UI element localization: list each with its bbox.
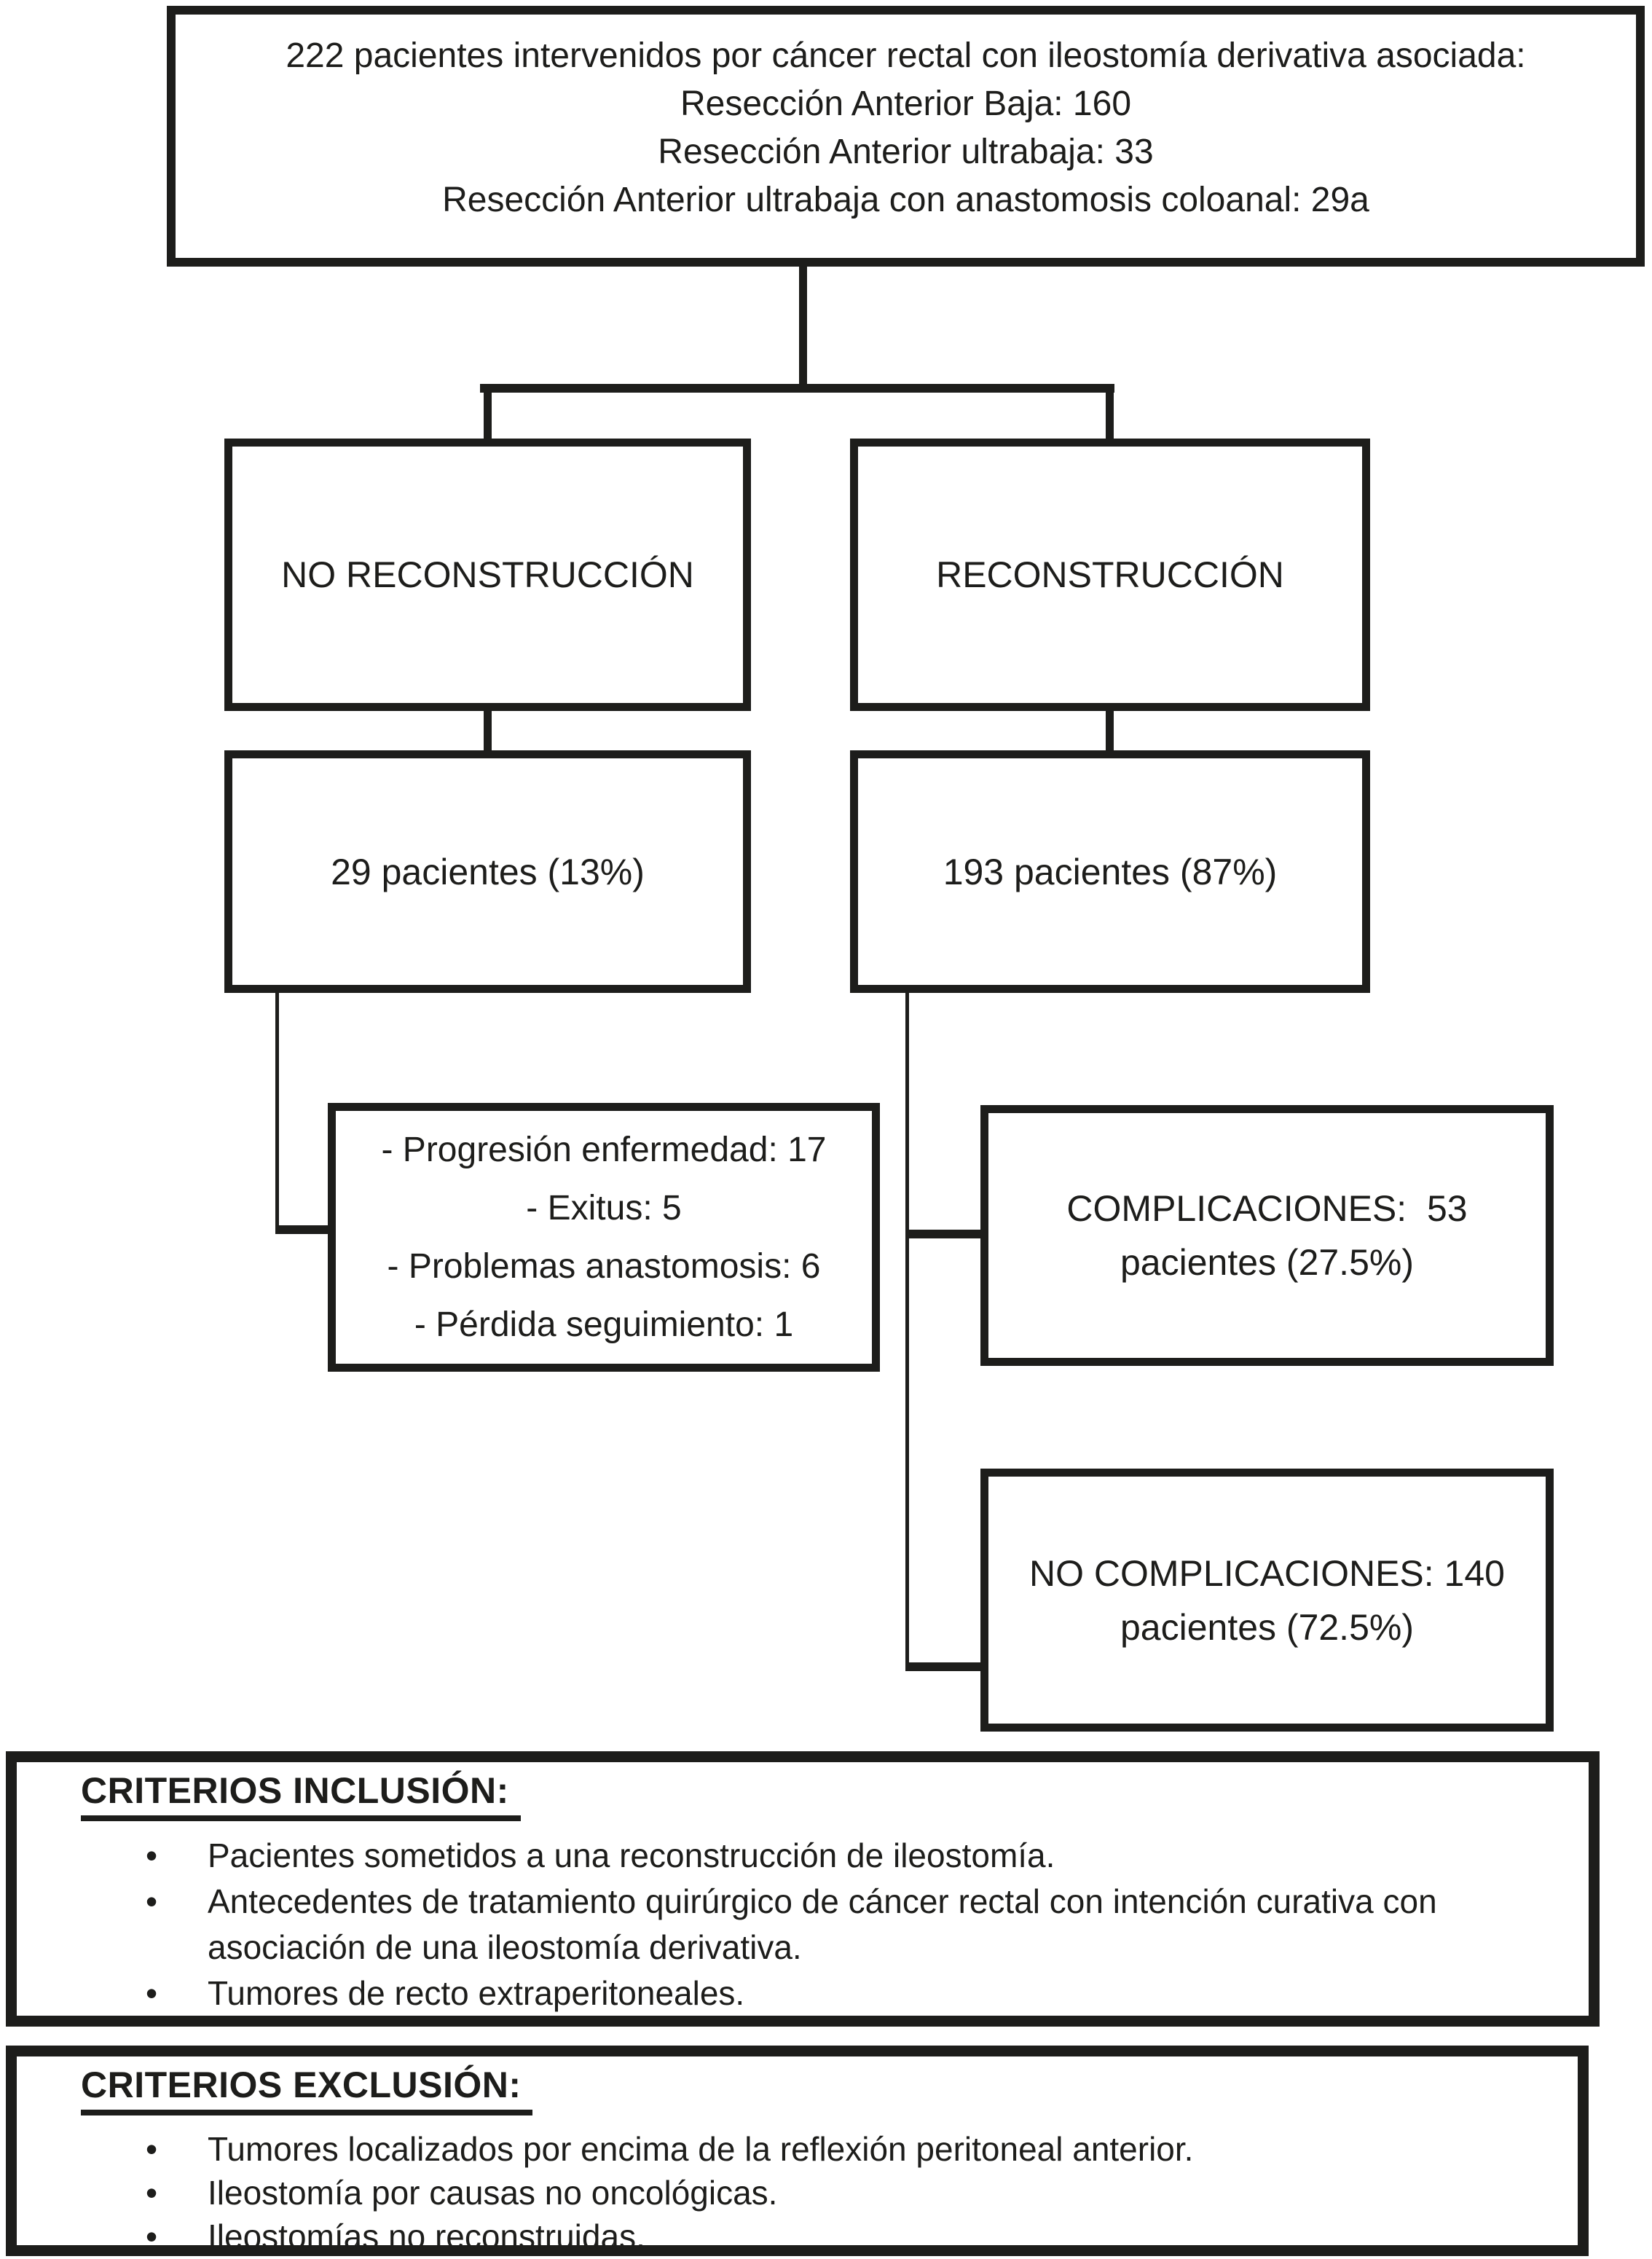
bullet-icon: •	[145, 2217, 158, 2255]
reconstruction-count: 193 pacientes (87%)	[943, 851, 1278, 892]
root-line-3: Resección Anterior ultrabaja: 33	[658, 133, 1154, 171]
no-reconstruction-count: 29 pacientes (13%)	[331, 851, 645, 892]
root-line-1: 222 pacientes intervenidos por cáncer re…	[286, 36, 1526, 75]
connector-branch-drop-left	[484, 384, 492, 439]
connector-complications-stub	[905, 1230, 982, 1238]
connector-right-outcomes-vertical	[905, 991, 909, 1671]
complications-line-2: pacientes (27.5%)	[1120, 1242, 1414, 1283]
no-complications-box: NO COMPLICACIONES: 140 pacientes (72.5%)	[980, 1469, 1554, 1732]
bullet-icon: •	[145, 1882, 158, 1920]
inclusion-criteria-list: • Pacientes sometidos a una reconstrucci…	[17, 1833, 1589, 2016]
list-item: • Pacientes sometidos a una reconstrucci…	[126, 1833, 1509, 1879]
connector-branch-drop-right	[1106, 384, 1114, 439]
list-item: • Ileostomía por causas no oncológicas.	[126, 2171, 1498, 2215]
reconstruction-label: RECONSTRUCCIÓN	[936, 554, 1284, 595]
connector-left-losses-elbow	[275, 1225, 329, 1234]
exclusion-bullet-2: Ileostomía por causas no oncológicas.	[208, 2174, 778, 2212]
root-cohort-box: 222 pacientes intervenidos por cáncer re…	[167, 6, 1645, 267]
exclusion-criteria-list: • Tumores localizados por encima de la r…	[17, 2127, 1578, 2258]
no-complications-line-2: pacientes (72.5%)	[1120, 1606, 1414, 1648]
no-reconstruction-reasons-box: - Progresión enfermedad: 17 - Exitus: 5 …	[328, 1103, 880, 1372]
reason-anastomosis: - Problemas anastomosis: 6	[387, 1246, 821, 1286]
no-reconstruction-label: NO RECONSTRUCCIÓN	[281, 554, 694, 595]
list-item: • Tumores localizados por encima de la r…	[126, 2127, 1498, 2171]
list-item: • Tumores de recto extraperitoneales.	[126, 1971, 1509, 2016]
connector-left-count-stub	[484, 710, 492, 751]
inclusion-bullet-2: Antecedentes de tratamiento quirúrgico d…	[208, 1882, 1437, 1966]
complications-box: COMPLICACIONES: 53 pacientes (27.5%)	[980, 1105, 1554, 1366]
bullet-icon: •	[145, 1974, 158, 2012]
bullet-icon: •	[145, 2174, 158, 2212]
reconstruction-count-box: 193 pacientes (87%)	[850, 750, 1370, 993]
reconstruction-box: RECONSTRUCCIÓN	[850, 439, 1370, 711]
exclusion-bullet-3: Ileostomías no reconstruidas.	[208, 2217, 645, 2255]
no-reconstruction-box: NO RECONSTRUCCIÓN	[224, 439, 751, 711]
bullet-icon: •	[145, 2130, 158, 2168]
list-item: • Antecedentes de tratamiento quirúrgico…	[126, 1879, 1509, 1971]
root-line-2: Resección Anterior Baja: 160	[680, 85, 1132, 123]
connector-left-losses-vertical	[275, 991, 279, 1230]
bullet-icon: •	[145, 1836, 158, 1874]
inclusion-bullet-3: Tumores de recto extraperitoneales.	[208, 1974, 745, 2012]
inclusion-bullet-1: Pacientes sometidos a una reconstrucción…	[208, 1836, 1055, 1874]
inclusion-criteria-heading: CRITERIOS INCLUSIÓN:	[81, 1769, 521, 1821]
exclusion-criteria-heading: CRITERIOS EXCLUSIÓN:	[81, 2064, 533, 2115]
complications-line-1: COMPLICACIONES: 53	[1066, 1188, 1468, 1229]
reason-lost-followup: - Pérdida seguimiento: 1	[414, 1305, 794, 1344]
reason-progression: - Progresión enfermedad: 17	[381, 1130, 827, 1169]
connector-root-vertical	[799, 266, 807, 388]
reason-exitus: - Exitus: 5	[526, 1188, 682, 1227]
inclusion-criteria-box: CRITERIOS INCLUSIÓN: • Pacientes sometid…	[6, 1751, 1600, 2027]
exclusion-criteria-box: CRITERIOS EXCLUSIÓN: • Tumores localizad…	[6, 2046, 1589, 2256]
no-reconstruction-count-box: 29 pacientes (13%)	[224, 750, 751, 993]
connector-branch-bar	[480, 384, 1114, 393]
connector-no-complications-elbow	[905, 1662, 982, 1671]
list-item: • Ileostomías no reconstruidas.	[126, 2215, 1498, 2258]
connector-right-count-stub	[1106, 710, 1114, 751]
root-line-4: Resección Anterior ultrabaja con anastom…	[442, 181, 1369, 219]
no-complications-line-1: NO COMPLICACIONES: 140	[1029, 1552, 1505, 1594]
exclusion-bullet-1: Tumores localizados por encima de la ref…	[208, 2130, 1194, 2168]
